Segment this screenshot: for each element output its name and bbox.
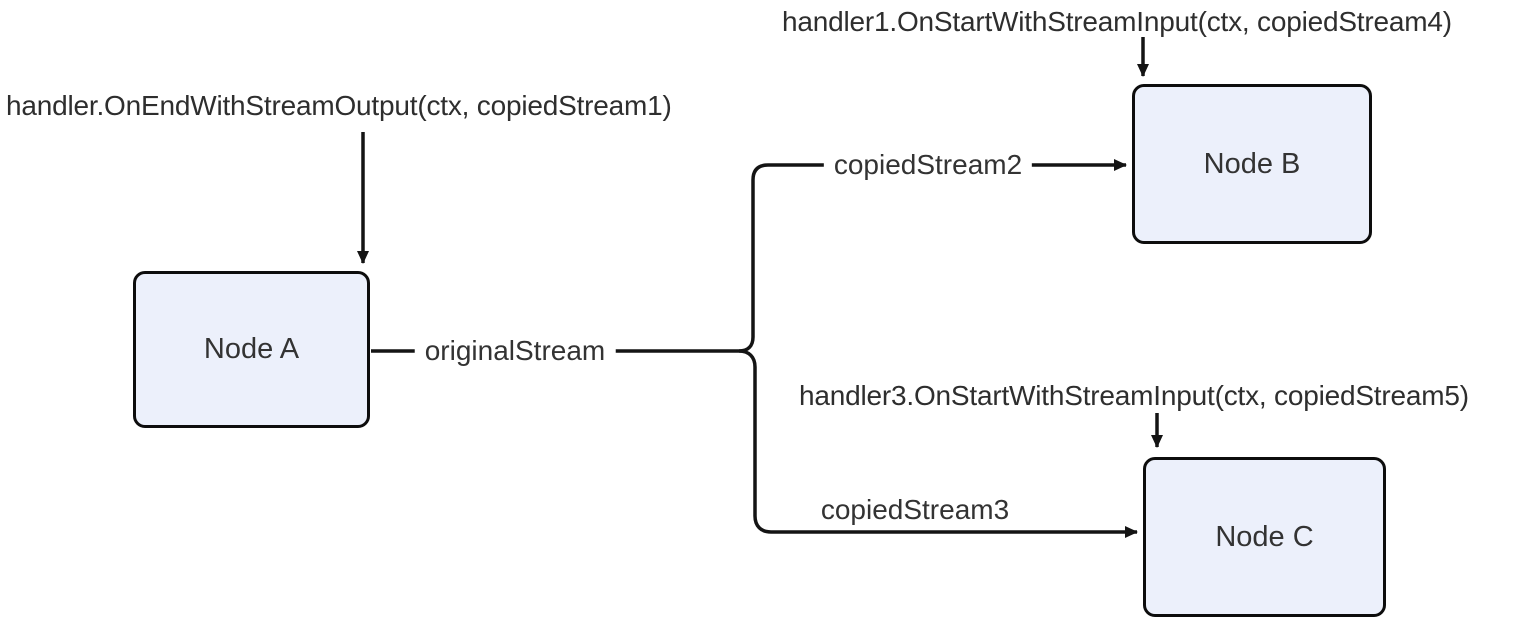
node-c: Node C xyxy=(1143,457,1386,617)
node-a: Node A xyxy=(133,271,370,428)
edge-copied-stream-3 xyxy=(738,349,1138,538)
node-c-label: Node C xyxy=(1215,520,1314,553)
annotation-on-start-input-b: handler1.OnStartWithStreamInput(ctx, cop… xyxy=(782,6,1452,37)
edge-label-original-stream: originalStream xyxy=(414,335,616,367)
edge-copied-stream-2 xyxy=(738,159,1127,353)
edge-label-copied-stream-3: copiedStream3 xyxy=(810,494,1020,526)
edge-label-copied-stream-2: copiedStream2 xyxy=(823,149,1033,181)
annotation-on-start-input-c: handler3.OnStartWithStreamInput(ctx, cop… xyxy=(799,380,1469,411)
node-b-label: Node B xyxy=(1203,147,1301,180)
node-b: Node B xyxy=(1132,84,1372,244)
annotation-on-end-output: handler.OnEndWithStreamOutput(ctx, copie… xyxy=(6,90,672,121)
node-a-label: Node A xyxy=(203,333,300,365)
